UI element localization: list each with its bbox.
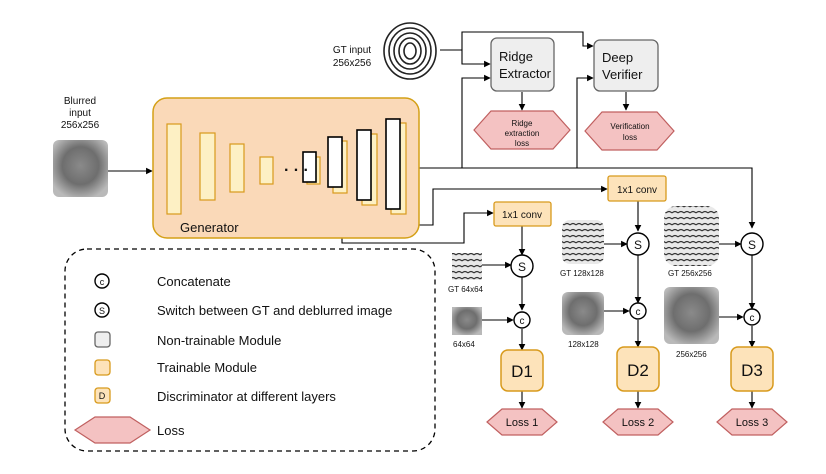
legend-trainable-icon [94,359,111,376]
concat-node-3: c [743,308,761,326]
res-256-label: 256x256 [676,350,707,359]
loss-1-label: Loss 1 [506,417,538,429]
switch-node-3: S [740,232,764,256]
svg-text:D: D [99,391,106,401]
ridge-extraction-loss-label: Ridge [512,119,533,128]
blurred-input-image [53,140,108,197]
legend-box [64,248,436,452]
legend-non-trainable: Non-trainable Module [94,331,281,348]
res-128-label: 128x128 [568,340,599,349]
connection-lines [108,31,756,409]
blurred-input-label: Blurred input 256x256 [61,96,100,131]
svg-text:256x256: 256x256 [61,120,100,131]
switch-node-1: S [510,254,534,278]
gt-64-image [452,253,482,280]
decoder-output-layer [385,118,401,210]
encoder-layer [166,123,182,215]
legend-switch-icon [94,302,110,318]
legend-trainable: Trainable Module [94,359,257,376]
svg-text:Loss: Loss [157,423,185,438]
legend-loss-icon [73,416,152,444]
conv-block-2 [607,175,667,202]
verification-loss-label: Verification [610,122,649,131]
gt-128-image [562,220,604,264]
switch-node-2: S [626,232,650,256]
discriminator-d3 [730,346,774,392]
d2-label: D2 [627,361,649,380]
d1-label: D1 [511,362,533,381]
deblurred-128-image [562,292,604,335]
svg-text:Blurred: Blurred [64,96,96,107]
svg-text:c: c [100,277,105,287]
deep-verifier-box [593,39,659,92]
svg-text:Trainable Module: Trainable Module [157,360,257,375]
decoder-output-layer [302,151,317,183]
ridge-extractor-label: Ridge [499,49,533,64]
svg-text:c: c [520,316,525,327]
gt-256-image [664,206,719,266]
svg-text:S: S [634,238,642,252]
svg-text:S: S [99,306,105,316]
ridge-extractor-label: Extractor [499,66,552,81]
verification-loss-shape [584,111,675,151]
svg-text:GT input: GT input [333,45,371,56]
conv-block-label: 1x1 conv [617,185,657,196]
generator-label: Generator [180,220,239,235]
gt-256-label: GT 256x256 [668,269,712,278]
deep-verifier-label: Deep [602,50,633,65]
deblurred-64-image [452,307,482,335]
svg-text:Discriminator at different lay: Discriminator at different layers [157,389,336,404]
decoder-output-layer [327,136,343,188]
discriminator-d1 [500,349,544,392]
decoder-output-layer [356,129,372,201]
loss-2-label: Loss 2 [622,417,654,429]
generator-box [152,97,420,239]
legend-concatenate: c Concatenate [94,273,231,289]
svg-text:c: c [636,307,641,318]
legend-discriminator: D Discriminator at different layers [94,387,336,404]
ridge-extraction-loss-label: loss [515,139,529,148]
svg-text:Non-trainable Module: Non-trainable Module [157,333,281,348]
svg-text:c: c [750,313,755,324]
ridge-extraction-loss-label: extraction [505,129,540,138]
layers-ellipsis: · · · [284,162,309,179]
deep-verifier-label: Verifier [602,67,643,82]
encoder-layer [229,143,245,193]
svg-text:Switch between GT and deblurre: Switch between GT and deblurred image [157,303,392,318]
ridge-extraction-loss-shape [473,110,571,150]
res-64-label: 64x64 [453,340,475,349]
ridge-extractor-box [490,37,555,92]
loss-3-shape [716,408,788,436]
verification-loss-label: loss [623,133,637,142]
gt-64-label: GT 64x64 [448,285,484,294]
legend-non-trainable-icon [94,331,111,348]
conv-block-1 [493,201,552,227]
deblurred-256-image [664,287,719,344]
svg-text:256x256: 256x256 [333,58,372,69]
loss-3-label: Loss 3 [736,417,768,429]
legend-discriminator-icon [94,387,111,404]
svg-text:Concatenate: Concatenate [157,274,231,289]
encoder-layer [199,132,216,201]
gt-input-label: GT input 256x256 [333,45,372,69]
loss-2-shape [602,408,674,436]
legend-concat-icon [94,273,110,289]
gt-128-label: GT 128x128 [560,269,604,278]
d3-label: D3 [741,361,763,380]
discriminator-d2 [616,346,660,392]
legend-switch: S Switch between GT and deblurred image [94,302,392,318]
svg-text:S: S [748,238,756,252]
concat-node-2: c [629,302,647,320]
encoder-layer [259,156,274,185]
legend-loss: Loss [73,416,185,444]
loss-1-shape [486,408,558,436]
svg-text:S: S [518,260,526,274]
gt-input-fingerprint-image [381,22,439,80]
svg-text:input: input [69,108,91,119]
conv-block-label: 1x1 conv [502,210,542,221]
generator-layers [166,118,407,215]
concat-node-1: c [513,311,531,329]
